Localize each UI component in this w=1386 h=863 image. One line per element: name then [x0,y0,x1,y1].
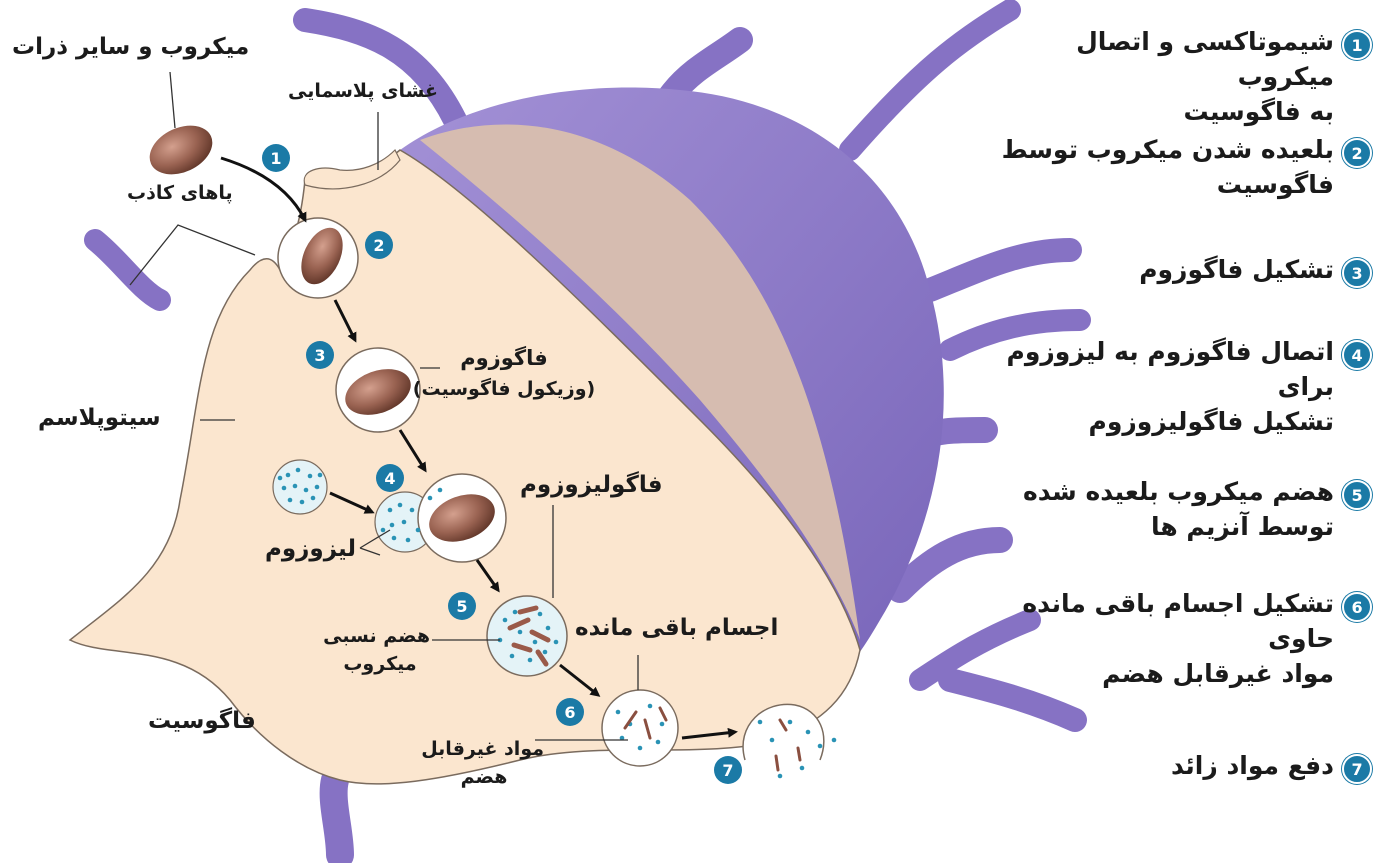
svg-text:1: 1 [270,149,281,168]
badge-2: 2 [365,231,393,259]
label-indigestible-2: هضم [424,766,544,788]
step-5-badge: 5 [1342,480,1372,510]
badge-7: 7 [714,756,742,784]
label-partial-digestion-1: هضم نسبی [330,625,430,647]
step-2-badge: 2 [1342,138,1372,168]
label-pseudopods: پاهای کاذب [127,182,233,204]
step-3: 3 تشکیل فاگوزوم [980,252,1372,288]
svg-text:5: 5 [456,597,467,616]
svg-text:6: 6 [564,703,575,722]
label-plasma-membrane: غشای پلاسمایی [288,80,438,102]
label-phagosome: فاگوزوم [404,346,604,370]
badge-5: 5 [448,592,476,620]
step-3-text: تشکیل فاگوزوم [1139,252,1334,287]
svg-text:7: 7 [722,761,733,780]
label-phagocyte: فاگوسیت [148,708,256,734]
label-phagosome-sub: (وزیکول فاگوسیت) [404,378,604,400]
step-1-badge: 1 [1342,30,1372,60]
free-microbe [142,116,220,184]
label-partial-digestion-2: میکروب [330,653,430,675]
step-7-badge: 7 [1342,754,1372,784]
svg-text:4: 4 [384,469,395,488]
svg-text:3: 3 [314,346,325,365]
label-microbe: میکروب و سایر ذرات [12,34,249,60]
label-lysosome: لیزوزوم [265,536,356,562]
badge-4: 4 [376,464,404,492]
label-indigestible-1: مواد غیرقابل [424,738,544,760]
step-3-badge: 3 [1342,258,1372,288]
residual-body [602,690,678,766]
step-4-badge: 4 [1342,340,1372,370]
step-6-badge: 6 [1342,592,1372,622]
badge-6: 6 [556,698,584,726]
label-phagolysosome: فاگولیزوزوم [520,472,663,498]
badge-1: 1 [262,144,290,172]
label-residual-bodies: اجسام باقی مانده [575,615,778,641]
step-7-text: دفع مواد زائد [1171,748,1334,783]
badge-3: 3 [306,341,334,369]
label-cytoplasm: سیتوپلاسم [38,405,161,431]
step-7: 7 دفع مواد زائد [980,748,1372,784]
svg-text:2: 2 [373,236,384,255]
